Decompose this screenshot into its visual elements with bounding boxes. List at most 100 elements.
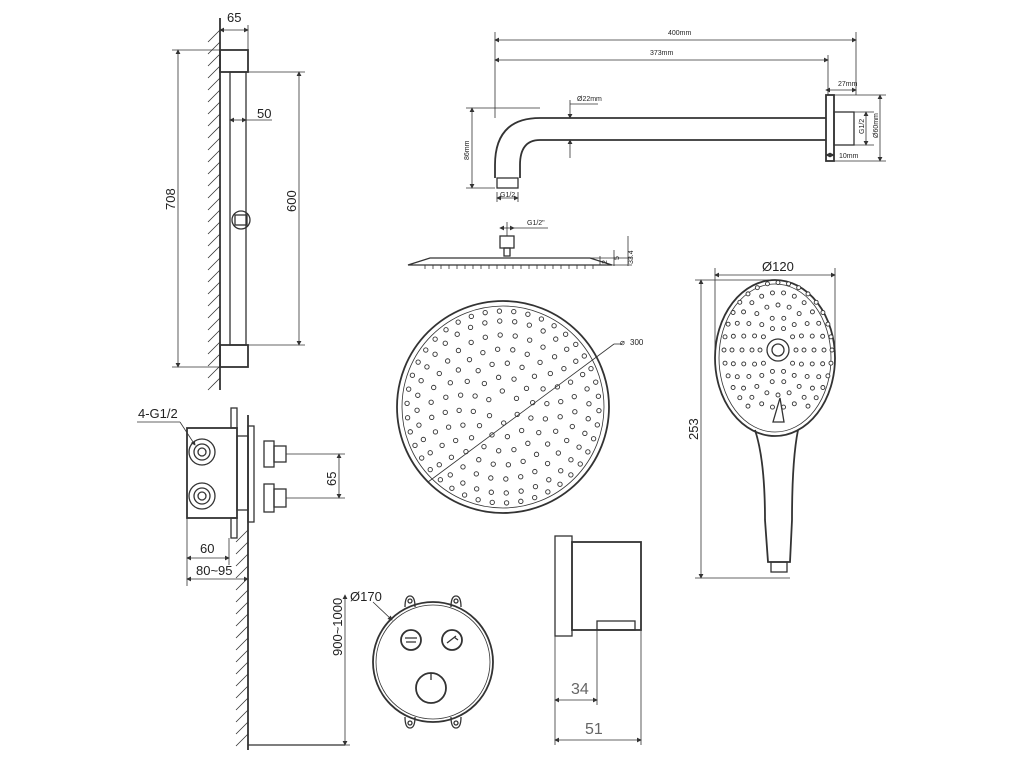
hatch-line — [207, 53, 221, 67]
nozzle-dot — [525, 440, 531, 446]
nozzle-dot — [499, 388, 505, 394]
nozzle-dot — [805, 291, 811, 297]
nozzle-dot — [475, 368, 481, 374]
nozzle-dot — [722, 360, 728, 366]
hatch-line — [207, 113, 221, 127]
nozzle-dot — [512, 319, 518, 325]
nozzle-dot — [741, 309, 747, 315]
arm-flange-depth-label: 27mm — [838, 81, 858, 88]
slide-rail-view: 65 50 708 600 — [163, 10, 305, 391]
nozzle-dot — [759, 372, 765, 378]
nozzle-dot — [544, 460, 551, 467]
nozzle-dot — [573, 358, 579, 364]
hatch-line — [235, 697, 249, 711]
hatch-line — [235, 577, 249, 591]
nozzle-dot — [769, 379, 775, 385]
nozzle-dot — [551, 323, 557, 329]
nozzle-dot — [418, 378, 424, 384]
valve-cover-dia-label: Ø170 — [350, 589, 382, 604]
nozzle-dot — [538, 316, 545, 322]
arm-thread — [496, 177, 519, 189]
hatch-line — [207, 89, 221, 103]
hatch-line — [235, 733, 249, 747]
nozzle-dot — [813, 395, 819, 401]
nozzle-dot — [769, 326, 775, 332]
nozzle-dot — [503, 490, 509, 496]
nozzle-dot — [796, 383, 802, 389]
nozzle-dot — [567, 379, 574, 385]
valve-depth-label: 60 — [200, 541, 214, 556]
nozzle-dot — [734, 320, 740, 326]
nozzle-dot — [791, 372, 797, 378]
hatch-line — [235, 541, 249, 555]
nozzle-dot — [730, 361, 736, 367]
nozzle-dot — [480, 349, 486, 356]
outlet-nozzle — [596, 620, 636, 631]
arm-pipe-dia-label: Ø22mm — [577, 96, 602, 103]
nozzle-dot — [482, 334, 488, 340]
nozzle-dot — [729, 347, 735, 353]
nozzle-dot — [804, 374, 810, 379]
nozzle-dot — [745, 403, 751, 409]
nozzle-dot — [454, 331, 460, 337]
hatch-line — [207, 293, 221, 307]
nozzle-dot — [482, 310, 488, 316]
nozzle-dot — [770, 290, 775, 296]
nozzle-dot — [511, 446, 517, 453]
nozzle-dot — [513, 395, 520, 402]
button-hand-shower[interactable] — [441, 629, 463, 651]
nozzle-dot — [790, 334, 796, 340]
nozzle-dot — [584, 386, 590, 392]
nozzle-dot — [730, 310, 736, 315]
head-top-nozzles — [404, 308, 602, 506]
nozzle-dot — [798, 361, 804, 367]
head-side-view: G1/2" 2 5 33.4 — [407, 220, 635, 269]
nozzle-dot — [741, 333, 747, 339]
nozzle-dot — [746, 374, 752, 379]
nozzle-dot — [825, 373, 831, 379]
nozzle-dot — [505, 462, 512, 468]
nozzle-dot — [404, 400, 410, 407]
nozzle-dot — [796, 311, 802, 317]
hatch-line — [207, 305, 221, 319]
hatch-line — [235, 565, 249, 579]
nozzle-dot — [468, 435, 475, 441]
nozzle-dot — [796, 285, 802, 291]
nozzle-dot — [486, 412, 493, 419]
arm-reach-label: 373mm — [650, 50, 674, 57]
nozzle-dot — [809, 309, 815, 315]
hand-selector — [772, 397, 785, 423]
nozzle-dot — [511, 308, 517, 315]
nozzle-dot — [739, 347, 745, 353]
hatch-line — [235, 721, 249, 735]
nozzle-dot — [501, 420, 507, 426]
head-thread-label: G1/2" — [527, 220, 545, 227]
head-top-view: ⌀ 300 — [396, 300, 644, 514]
nozzle-dot — [786, 304, 792, 310]
button-rain-shower[interactable] — [400, 629, 422, 651]
nozzle-dot — [582, 430, 588, 436]
hand-center-ring — [766, 338, 790, 362]
nozzle-dot — [737, 395, 743, 401]
hatch-line — [207, 269, 221, 283]
nozzle-dot — [448, 454, 455, 460]
head-disc — [396, 300, 610, 514]
nozzle-dot — [482, 320, 488, 326]
nozzle-dot — [595, 393, 602, 399]
nozzle-dot — [781, 368, 787, 374]
nozzle-dot — [793, 347, 799, 353]
nozzle-dot — [468, 339, 474, 346]
nozzle-dot — [510, 347, 516, 353]
nozzle-dot — [511, 376, 517, 382]
nozzle-dot — [558, 398, 564, 405]
nozzle-dot — [809, 333, 815, 339]
nozzle-dot — [467, 324, 474, 331]
nozzle-dot — [596, 407, 602, 414]
nozzle-dot — [781, 379, 787, 385]
nozzle-dot — [518, 498, 524, 504]
nozzle-dot — [404, 415, 411, 421]
outlet-dim-a: 34 — [571, 681, 589, 698]
wall-hatch — [207, 29, 221, 391]
nozzle-dot — [555, 450, 561, 456]
nozzle-dot — [497, 318, 503, 324]
